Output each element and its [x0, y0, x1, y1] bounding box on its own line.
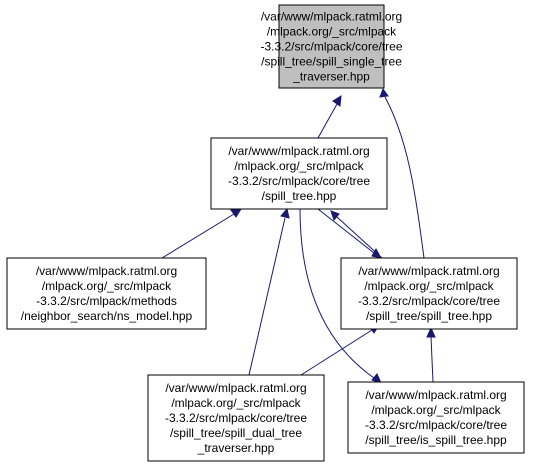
node-label-line: -3.3.2/src/mlpack/core/tree — [228, 174, 370, 188]
node-box — [340, 257, 518, 330]
edge-spill-tree-to-single-traverser — [317, 95, 342, 139]
edge-dual-traverser-to-spill-tree-impl — [300, 324, 380, 376]
node-label-line: /var/www/mlpack.ratml.org — [365, 388, 506, 402]
node-label-line: /spill_tree/spill_dual_tree — [170, 426, 302, 440]
node-label-line: /mlpack.org/_src/mlpack — [364, 279, 494, 293]
node-label-line: -3.3.2/src/mlpack/core/tree — [260, 40, 402, 54]
edge-ns-model-to-spill-tree — [161, 208, 242, 259]
node-box — [6, 257, 207, 330]
nodes: /var/www/mlpack.ratml.org/mlpack.org/_sr… — [6, 4, 525, 462]
edge-spill-tree-to-spill-tree-impl — [317, 208, 382, 259]
node-spill-tree-spill-tree-hpp[interactable]: /var/www/mlpack.ratml.org/mlpack.org/_sr… — [340, 257, 518, 330]
node-label-line: _traverser.hpp — [197, 441, 275, 455]
node-label-line: _traverser.hpp — [292, 70, 370, 84]
edge-is-spill-tree-to-spill-tree-impl — [426, 326, 436, 383]
node-ns-model[interactable]: /var/www/mlpack.ratml.org/mlpack.org/_sr… — [6, 257, 207, 330]
edge-dual-traverser-to-spill-tree — [248, 207, 290, 376]
node-box — [147, 374, 325, 462]
node-label-line: /mlpack.org/_src/mlpack — [234, 159, 364, 173]
node-label-line: /var/www/mlpack.ratml.org — [165, 381, 306, 395]
node-is-spill-tree[interactable]: /var/www/mlpack.ratml.org/mlpack.org/_sr… — [347, 381, 525, 454]
node-label-line: /mlpack.org/_src/mlpack — [171, 396, 301, 410]
edge-spill-tree-impl-to-single-traverser — [379, 87, 425, 259]
node-label-line: -3.3.2/src/mlpack/methods — [36, 294, 177, 308]
node-spill-dual-tree-traverser[interactable]: /var/www/mlpack.ratml.org/mlpack.org/_sr… — [147, 374, 325, 462]
node-label-line: /var/www/mlpack.ratml.org — [36, 264, 177, 278]
node-label-line: /var/www/mlpack.ratml.org — [261, 10, 402, 24]
node-box — [347, 381, 525, 454]
node-label-line: /neighbor_search/ns_model.hpp — [21, 309, 193, 323]
node-label-line: /spill_tree/is_spill_tree.hpp — [365, 433, 507, 447]
node-label-line: /var/www/mlpack.ratml.org — [358, 264, 499, 278]
node-spill-tree-hpp[interactable]: /var/www/mlpack.ratml.org/mlpack.org/_sr… — [210, 137, 388, 210]
edges — [161, 87, 436, 384]
node-label-line: /mlpack.org/_src/mlpack — [371, 403, 501, 417]
node-label-line: -3.3.2/src/mlpack/core/tree — [365, 418, 507, 432]
node-label-line: -3.3.2/src/mlpack/core/tree — [165, 411, 307, 425]
node-box — [278, 4, 385, 89]
node-label-line: /var/www/mlpack.ratml.org — [228, 144, 369, 158]
node-box — [210, 137, 388, 210]
node-label-line: /spill_tree.hpp — [262, 189, 337, 203]
node-spill-single-tree-traverser[interactable]: /var/www/mlpack.ratml.org/mlpack.org/_sr… — [260, 4, 403, 89]
node-label-line: -3.3.2/src/mlpack/core/tree — [358, 294, 500, 308]
node-label-line: /spill_tree/spill_single_tree — [261, 55, 402, 69]
node-label-line: /mlpack.org/_src/mlpack — [42, 279, 172, 293]
node-label-line: /spill_tree/spill_tree.hpp — [366, 309, 492, 323]
node-label-line: /mlpack.org/_src/mlpack — [267, 25, 397, 39]
